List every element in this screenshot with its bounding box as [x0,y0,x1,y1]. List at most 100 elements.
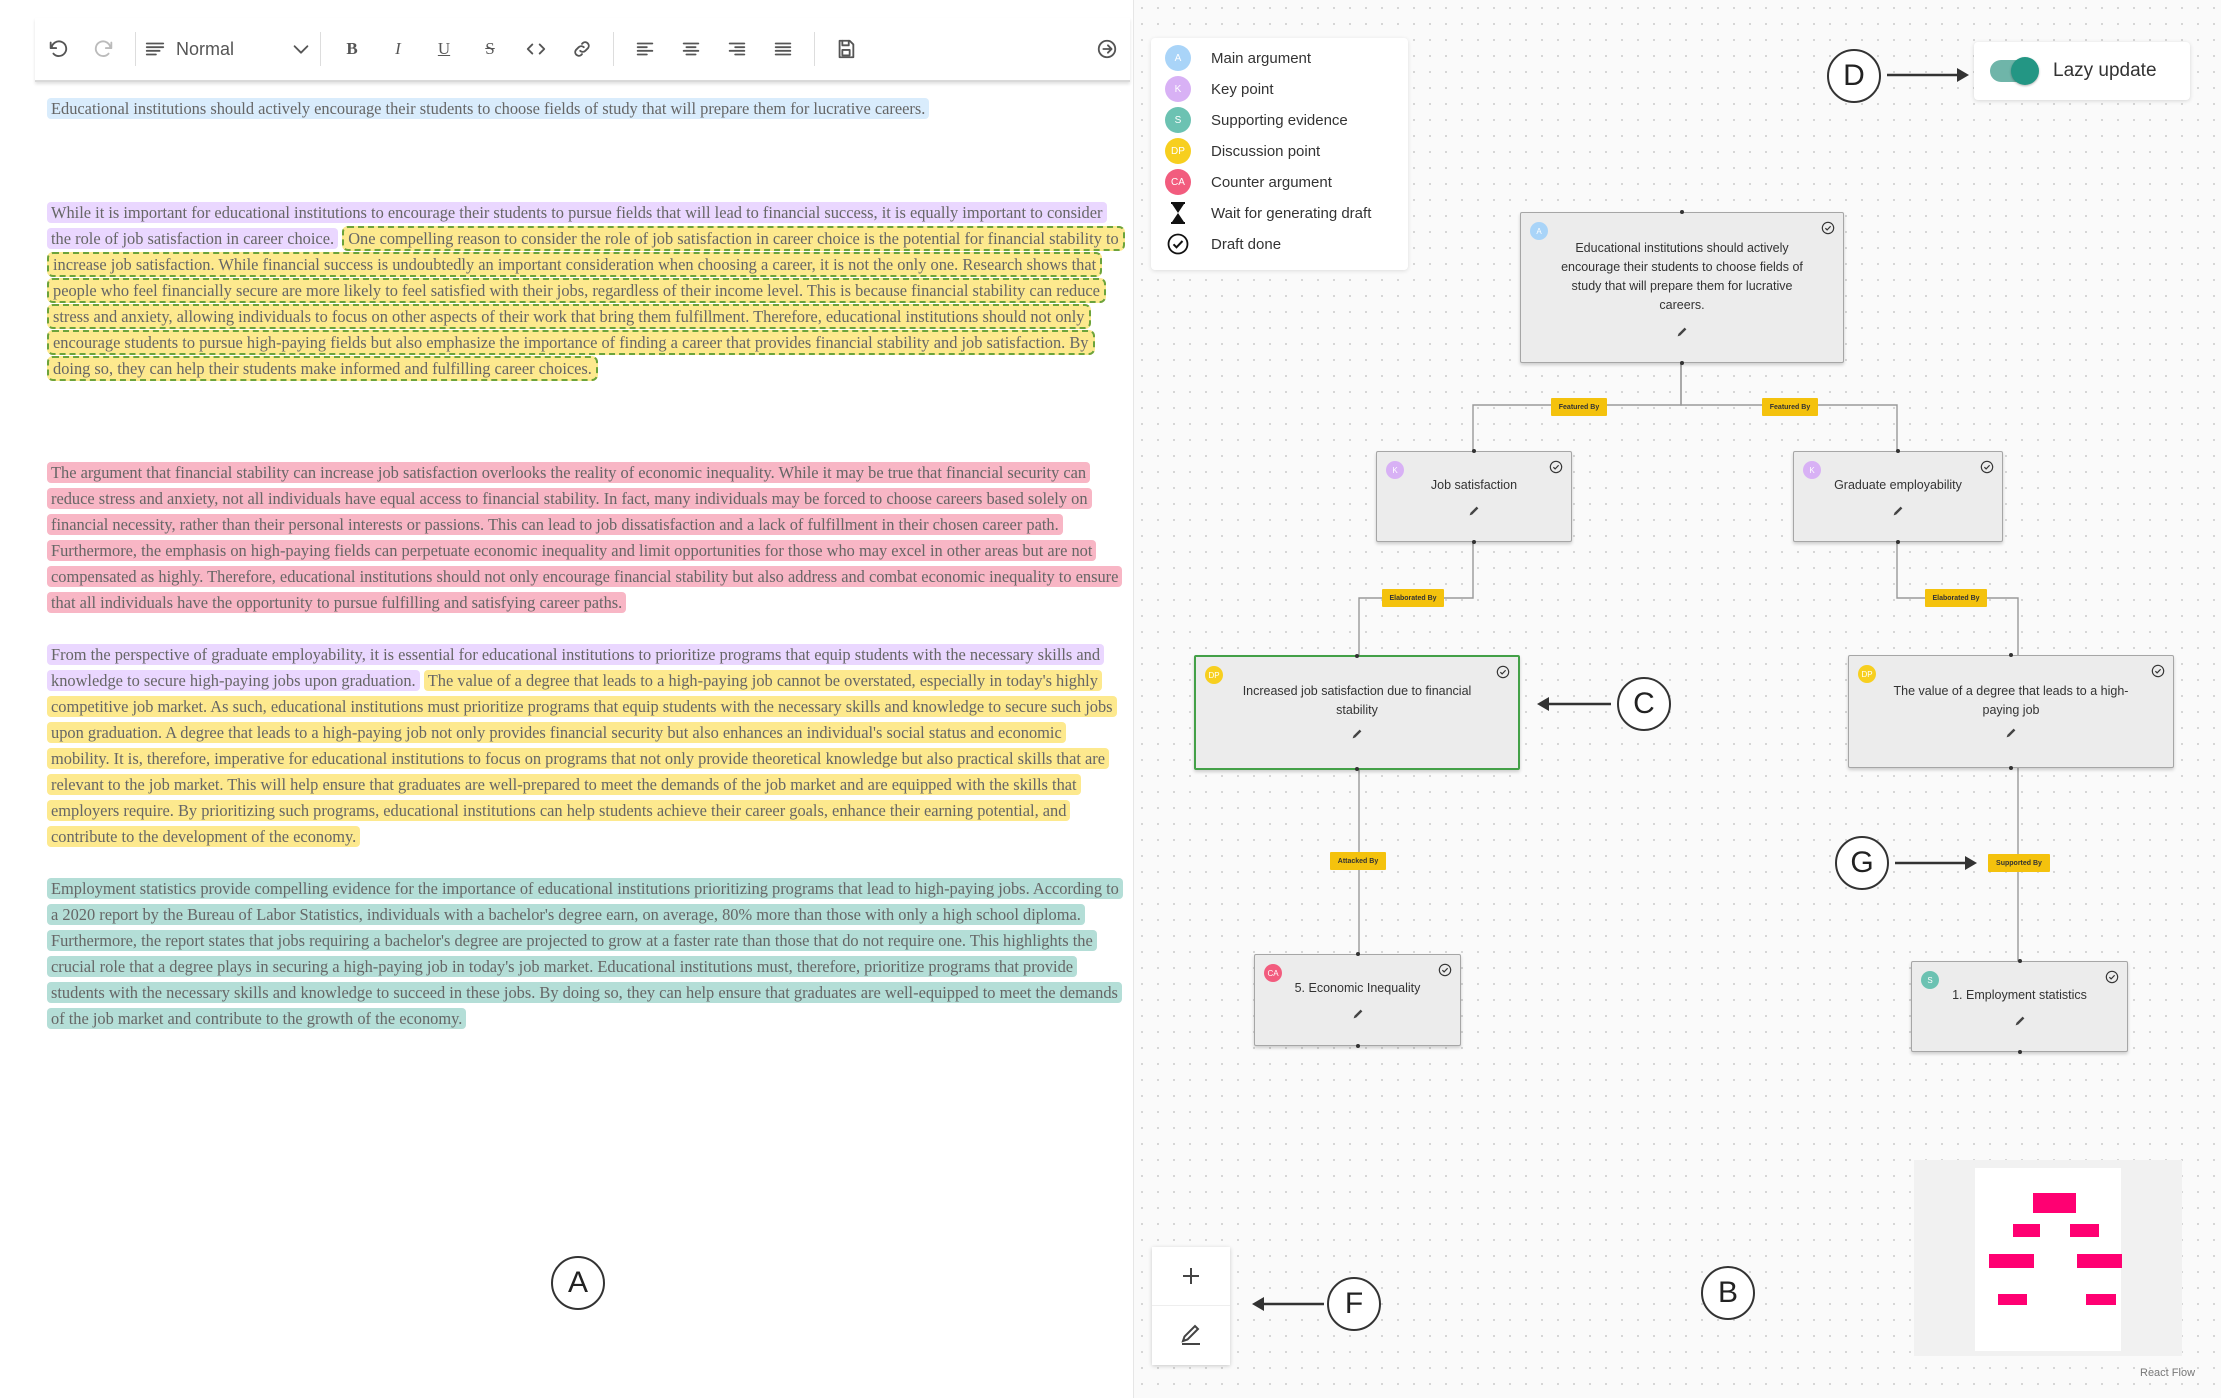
legend-badge: DP [1165,138,1191,164]
legend-badge: CA [1165,169,1191,195]
pencil-icon[interactable] [1675,325,1689,339]
node-discussion-point-degree-value[interactable]: DP The value of a degree that leads to a… [1848,653,2174,770]
node-handle[interactable] [1355,952,1360,956]
align-center-button[interactable] [668,26,714,72]
node-handle[interactable] [1680,361,1684,365]
toolbar-divider [320,32,321,66]
node-handle[interactable] [2017,959,2022,963]
toggle-knob [2011,57,2039,85]
node-counter-argument-economic-inequality[interactable]: CA 5. Economic Inequality [1254,952,1461,1048]
save-button[interactable] [823,26,869,72]
edit-mode-button[interactable] [1152,1306,1230,1364]
italic-button[interactable]: I [375,26,421,72]
minimap-node [2070,1224,2099,1237]
node-supporting-evidence-employment-statistics[interactable]: S 1. Employment statistics [1911,959,2128,1054]
pencil-icon[interactable] [2013,1014,2027,1028]
callout-f: F [1327,1277,1381,1331]
document-body[interactable]: Educational institutions should actively… [47,96,1125,1032]
node-badge: S [1921,971,1939,989]
node-badge: A [1530,222,1548,240]
minimap-node [2013,1224,2040,1237]
node-handle[interactable] [2009,766,2013,770]
node-handle[interactable] [2017,1050,2022,1054]
react-flow-attribution[interactable]: React Flow [2140,1367,2196,1379]
code-button[interactable] [513,26,559,72]
paragraph-counter-argument: The argument that financial stability ca… [47,460,1123,616]
legend-item: Wait for generating draft [1165,200,1371,226]
align-left-button[interactable] [622,26,668,72]
align-center-icon [682,42,700,56]
node-discussion-point-financial-stability[interactable]: DP Increased job satisfaction due to fin… [1194,654,1520,771]
link-button[interactable] [559,26,605,72]
edge-label-featured-by[interactable]: Featured By [1551,398,1607,416]
arrow-d [1887,68,1969,82]
edge-label-elaborated-by[interactable]: Elaborated By [1925,589,1987,607]
node-badge: K [1803,461,1821,479]
node-handle[interactable] [1355,654,1359,658]
minimap-node [2077,1254,2122,1268]
node-handle[interactable] [1472,540,1476,544]
hourglass-icon [1165,200,1191,226]
highlight-supporting-evidence[interactable]: Employment statistics provide compelling… [47,878,1123,1029]
chevron-down-icon [293,45,309,54]
pencil-icon[interactable] [1351,1007,1365,1021]
add-node-button[interactable] [1152,1247,1230,1306]
node-handle[interactable] [1355,1044,1360,1048]
node-main-argument[interactable]: A Educational institutions should active… [1520,210,1844,365]
pencil-icon[interactable] [1891,504,1905,518]
bold-button[interactable]: B [329,26,375,72]
paragraph-graduate-employability: From the perspective of graduate employa… [47,642,1122,850]
align-right-button[interactable] [714,26,760,72]
legend-badge: A [1165,45,1191,71]
pencil-icon[interactable] [1350,727,1364,741]
node-text: Educational institutions should actively… [1561,241,1803,312]
minimap-node [2033,1193,2076,1213]
minimap-node [1989,1254,2034,1268]
align-left-icon [636,42,654,56]
strikethrough-button[interactable]: S [467,26,513,72]
paragraph-main-argument: Educational institutions should actively… [47,96,1122,122]
block-style-select[interactable]: Normal [144,26,312,72]
node-text: Job satisfaction [1430,478,1518,492]
underline-button[interactable]: U [421,26,467,72]
pencil-icon[interactable] [1467,504,1481,518]
node-handle[interactable] [1680,210,1684,214]
node-handle[interactable] [1896,540,1900,544]
highlight-discussion-point-selected[interactable]: One compelling reason to consider the ro… [47,226,1125,381]
redo-button[interactable] [81,26,127,72]
pencil-icon[interactable] [2004,726,2018,740]
canvas-controls [1152,1247,1230,1365]
highlight-main-argument[interactable]: Educational institutions should actively… [47,98,930,119]
save-icon [838,39,855,59]
align-right-icon [728,42,746,56]
node-handle[interactable] [2009,653,2013,657]
node-key-point-graduate-employability[interactable]: K Graduate employability [1793,449,2003,544]
code-icon [526,43,546,55]
node-key-point-job-satisfaction[interactable]: K Job satisfaction [1376,449,1572,544]
lazy-update-toggle[interactable] [1990,57,2039,85]
node-text: Graduate employability [1834,478,1962,492]
submit-button[interactable] [1084,26,1130,72]
edge-label-attacked-by[interactable]: Attacked By [1330,852,1386,870]
align-justify-icon [774,42,792,56]
callout-g: G [1835,836,1889,890]
edge-label-supported-by[interactable]: Supported By [1988,854,2050,872]
paragraph-job-satisfaction: While it is important for educational in… [47,200,1125,382]
highlight-discussion-point[interactable]: The value of a degree that leads to a hi… [47,670,1117,847]
undo-icon [49,40,68,57]
node-handle[interactable] [1896,449,1900,453]
edge-label-featured-by[interactable]: Featured By [1762,398,1818,416]
node-text: 1. Employment statistics [1952,988,2087,1002]
toolbar-divider [135,32,136,66]
node-handle[interactable] [1472,449,1476,453]
legend-item: K Key point [1165,76,1274,102]
block-style-value: Normal [176,38,235,59]
edge-label-elaborated-by[interactable]: Elaborated By [1382,589,1444,607]
align-justify-button[interactable] [760,26,806,72]
highlight-counter-argument[interactable]: The argument that financial stability ca… [47,462,1123,613]
undo-button[interactable] [35,26,81,72]
toolbar-divider [814,32,815,66]
legend-item: CA Counter argument [1165,169,1332,195]
node-badge: DP [1205,666,1223,684]
node-handle[interactable] [1355,767,1359,771]
